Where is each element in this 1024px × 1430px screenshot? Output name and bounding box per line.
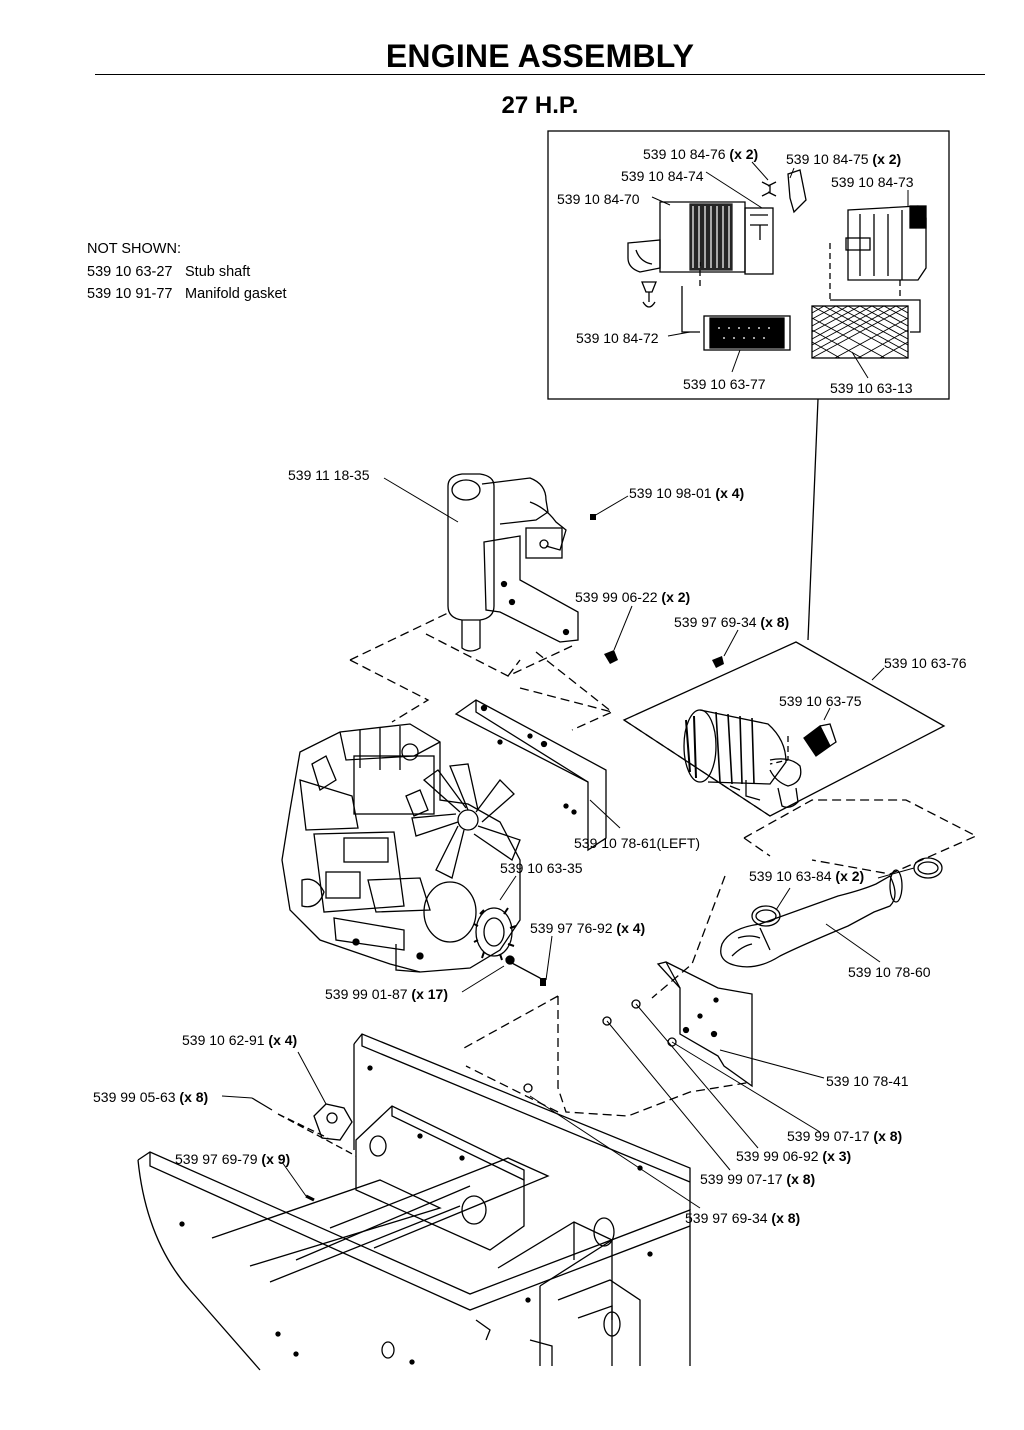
callout: 539 10 84-76 (x 2) (643, 146, 758, 162)
mount-bolt (251, 1097, 273, 1111)
clamp-nut (604, 650, 618, 664)
callout: 539 10 78-41 (826, 1073, 909, 1089)
lock-nut (712, 656, 724, 668)
page-title: ENGINE ASSEMBLY (385, 38, 695, 74)
not-shown-item: 539 10 91-77 Manifold gasket (87, 283, 287, 306)
inset-inner-safety-filter (703, 315, 791, 351)
inset-clip-parts (761, 169, 807, 214)
not-shown-desc: Manifold gasket (185, 286, 287, 302)
not-shown-heading: NOT SHOWN: (87, 241, 181, 257)
intake-hose (720, 869, 903, 968)
callout: 539 99 06-22 (x 2) (575, 589, 690, 605)
callout: 539 10 78-61(LEFT) (574, 835, 700, 851)
callout: 539 10 62-91 (x 4) (182, 1032, 297, 1048)
title-rule (95, 74, 985, 75)
callout: 539 97 76-92 (x 4) (530, 920, 645, 936)
inset-air-cleaner-housing (659, 201, 774, 275)
callout: 539 10 78-60 (848, 964, 931, 980)
engine-bolt (540, 978, 546, 986)
inset-vacuator-valve (641, 281, 657, 308)
not-shown-part: 539 10 91-77 (87, 286, 173, 302)
callout: 539 10 84-70 (557, 191, 640, 207)
page-subtitle: 27 H.P. (501, 92, 579, 119)
engine-block (281, 723, 521, 973)
inset-dust-cup-housing (845, 205, 927, 281)
heat-shield-bracket (454, 699, 607, 852)
callout: 539 10 98-01 (x 4) (629, 485, 744, 501)
callout: 539 10 84-74 (621, 168, 704, 184)
callout: 539 97 69-34 (x 8) (674, 614, 789, 630)
callout: 539 99 06-92 (x 3) (736, 1148, 851, 1164)
inset-primary-filter (811, 305, 909, 359)
callout: 539 10 84-72 (576, 330, 659, 346)
cooling-fan (411, 763, 521, 943)
inset-elbow-inlet (627, 239, 661, 273)
callout: 539 10 63-76 (884, 655, 967, 671)
callout-leaders (221, 161, 915, 1209)
callout: 539 97 69-34 (x 8) (685, 1210, 800, 1226)
not-shown-part: 539 10 63-27 (87, 263, 173, 280)
callout: 539 10 63-35 (500, 860, 583, 876)
callout: 539 99 05-63 (x 8) (93, 1089, 208, 1105)
chassis-frame (137, 1033, 691, 1371)
callout: 539 10 63-77 (683, 376, 766, 392)
callout: 539 97 69-79 (x 9) (175, 1151, 290, 1167)
callout: 539 11 18-35 (288, 467, 370, 483)
callout: 539 99 01-87 (x 17) (325, 986, 448, 1002)
callout: 539 10 63-84 (x 2) (749, 868, 864, 884)
air-cleaner-inset-box (547, 130, 950, 400)
mounting-bracket-plate (656, 961, 753, 1088)
callout: 539 10 63-13 (830, 380, 913, 396)
callout: 539 99 07-17 (x 8) (700, 1171, 815, 1187)
air-cleaner-assembly (683, 709, 802, 808)
not-shown-item: 539 10 63-27 Stub shaft (87, 261, 287, 284)
muffler (447, 473, 579, 652)
muffler-nut (590, 514, 596, 520)
callout: 539 10 63-75 (779, 693, 862, 709)
not-shown-list: NOT SHOWN: 539 10 63-27 Stub shaft 539 10… (87, 238, 287, 306)
air-cleaner-filter-cartridge (803, 723, 837, 757)
callout: 539 10 84-75 (x 2) (786, 151, 901, 167)
callout-labels: 539 10 84-76 (x 2) 539 10 84-75 (x 2) 53… (93, 146, 967, 1226)
callout: 539 10 84-73 (831, 174, 914, 190)
chassis-bolt (523, 1083, 533, 1093)
not-shown-desc: Stub shaft (185, 263, 251, 280)
callout: 539 99 07-17 (x 8) (787, 1128, 902, 1144)
drive-pulley (473, 907, 517, 961)
